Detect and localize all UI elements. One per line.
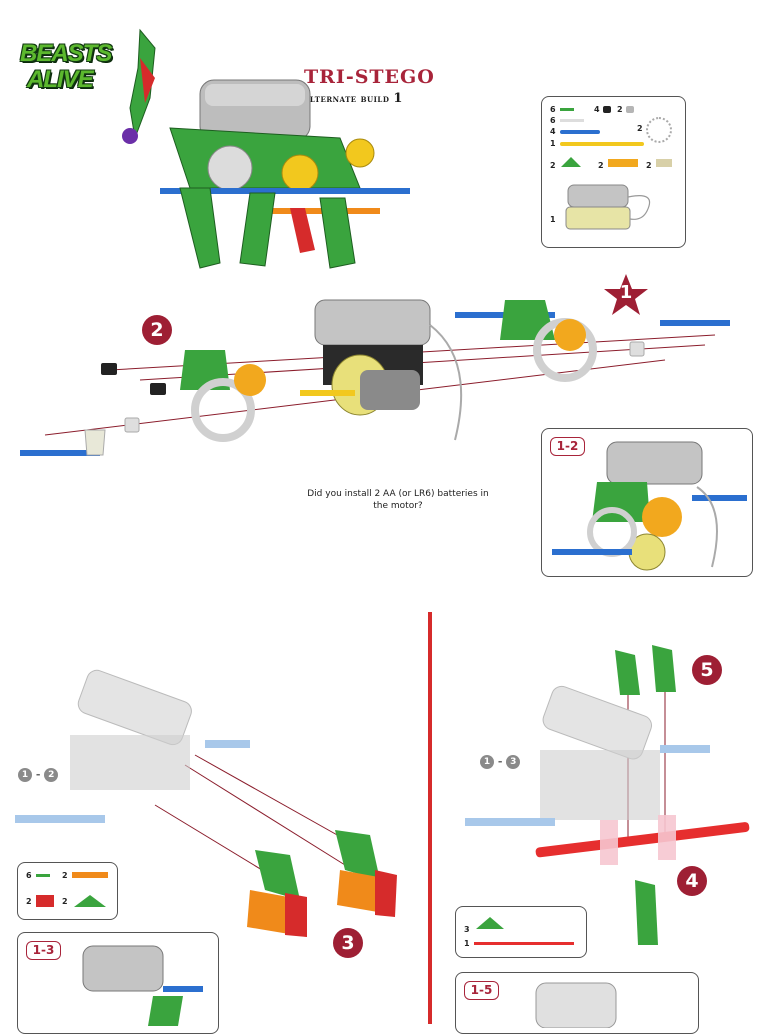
logo-line-1: BEASTS [20, 40, 112, 67]
qty-label: 6 [26, 871, 32, 880]
orange-rack-icon [72, 872, 108, 878]
qty-label: 2 [62, 897, 68, 906]
reference-steps-1-3: 1 - 3 [480, 755, 521, 769]
assembly-1-2-illustration [552, 441, 747, 571]
ref-dot: 1 [480, 755, 494, 769]
step-1-number: 1 [619, 282, 633, 303]
page-title: TRI-STEGO [304, 66, 435, 88]
qty-label: 1 [550, 139, 556, 148]
parts-box-top: 6 4 2 6 4 2 1 2 2 2 1 [541, 96, 686, 248]
step-badge-1-3: 1-3 [26, 941, 61, 960]
green-connector-rod-icon [36, 874, 50, 877]
qty-label: 2 [637, 124, 643, 133]
step-3-exploded-view [15, 669, 397, 937]
step-1-2-exploded-view [20, 299, 730, 456]
qty-label: 3 [464, 925, 470, 934]
subtitle-number: 1 [393, 91, 403, 106]
battery-note: Did you install 2 AA (or LR6) batteries … [307, 489, 489, 511]
blue-rod-icon [560, 130, 600, 134]
step-5-number: 5 [692, 655, 722, 685]
motor-battery-box-icon [565, 184, 651, 230]
qty-label: 1 [464, 939, 470, 948]
qty-label: 6 [550, 105, 556, 114]
step-2-number: 2 [142, 315, 172, 345]
ref-dot: 1 [18, 768, 32, 782]
qty-label: 2 [62, 871, 68, 880]
step-badge-1-2: 1-2 [550, 437, 585, 456]
green-half-gear-icon [561, 157, 581, 167]
qty-label: 2 [617, 105, 623, 114]
assembly-1-3-illustration [82, 945, 203, 1026]
step-4-number: 4 [677, 866, 707, 896]
reference-steps-1-2: 1 - 2 [18, 768, 59, 782]
assembly-1-5-illustration [535, 982, 617, 1028]
result-box-1-3: 1-3 [17, 932, 219, 1034]
logo-line-2: ALIVE [27, 66, 94, 93]
white-connector-rod-icon [560, 119, 584, 122]
subtitle-text: alternate build [304, 94, 390, 105]
yellow-gear-rack-icon [608, 159, 638, 167]
step-3-number: 3 [333, 928, 363, 958]
step-badge-1-5: 1-5 [464, 981, 499, 1000]
model-illustration [122, 28, 410, 269]
star-icon [604, 274, 648, 315]
tan-connector-icon [656, 159, 672, 167]
qty-label: 6 [550, 116, 556, 125]
qty-label: 1 [550, 215, 556, 224]
white-gear-icon [646, 117, 672, 143]
page-subtitle: alternate build 1 [304, 91, 403, 106]
qty-label: 2 [26, 897, 32, 906]
parts-box-step-4-5: 3 1 [455, 906, 587, 958]
green-connector-rod-icon [560, 108, 574, 111]
section-divider [428, 612, 432, 1024]
step-4-5-exploded-view [465, 645, 750, 945]
ref-dot: 2 [44, 768, 59, 782]
qty-label: 2 [598, 161, 604, 170]
ref-dash: - [35, 768, 41, 781]
qty-label: 4 [594, 105, 600, 114]
red-comb-connector-icon [36, 895, 54, 907]
ref-dash: - [497, 755, 503, 768]
qty-label: 4 [550, 127, 556, 136]
red-long-rod-icon [474, 942, 574, 945]
parts-box-step-3: 6 2 2 2 [17, 862, 118, 920]
black-bushing-icon [603, 106, 611, 113]
green-half-gear-icon [476, 917, 504, 929]
result-box-1-2: 1-2 [541, 428, 753, 577]
yellow-rod-icon [560, 142, 644, 146]
grey-spacer-icon [626, 106, 634, 113]
ref-dot: 3 [506, 755, 521, 769]
qty-label: 2 [646, 161, 652, 170]
result-box-1-5: 1-5 [455, 972, 699, 1034]
green-half-gear-icon [74, 895, 106, 907]
qty-label: 2 [550, 161, 556, 170]
